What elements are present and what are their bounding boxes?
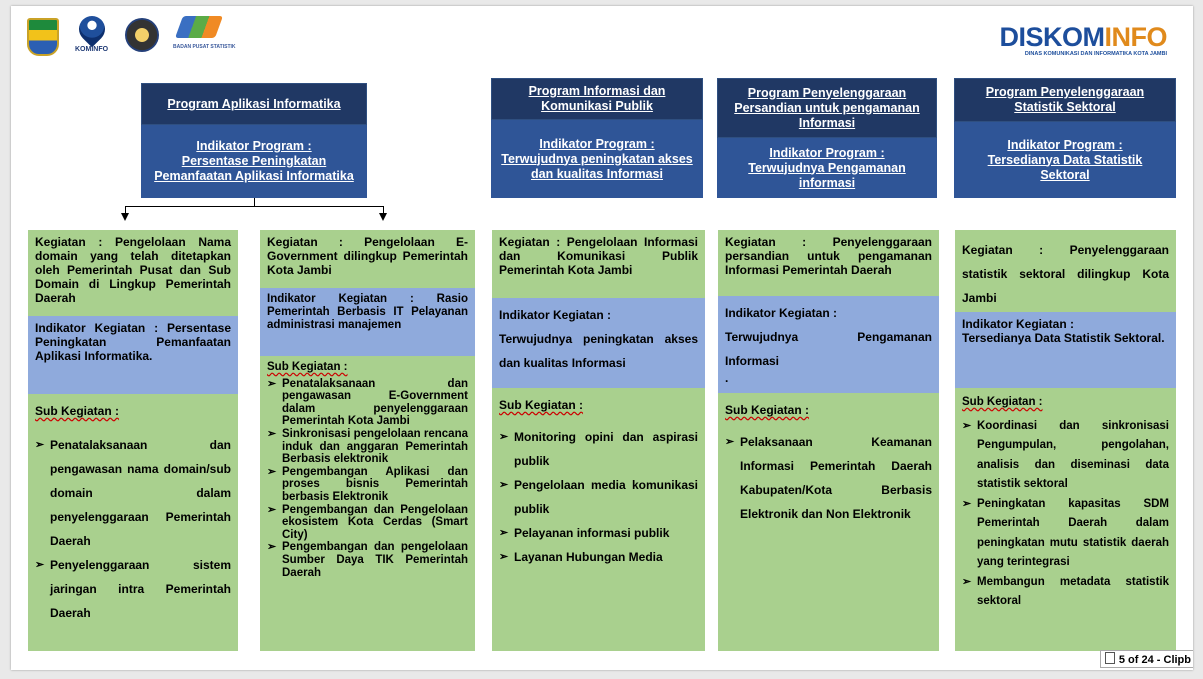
- connector-left: [125, 206, 126, 214]
- sub-kegiatan-box: Sub Kegiatan : Monitoring opini dan aspi…: [492, 388, 705, 651]
- program-indicator: Indikator Program : Tersedianya Data Sta…: [987, 137, 1143, 182]
- sub-kegiatan-list: Monitoring opini dan aspirasi publik Pen…: [499, 425, 698, 569]
- kominfo-label: KOMINFO: [75, 46, 109, 53]
- diskominfo-brand: DISKOMINFO DINAS KOMUNIKASI DAN INFORMAT…: [999, 22, 1168, 58]
- list-item: Layanan Hubungan Media: [499, 545, 698, 569]
- program-box-aplikasi: Program Aplikasi Informatika Indikator P…: [141, 83, 367, 198]
- indikator-label: Indikator Kegiatan :: [725, 306, 838, 320]
- brand-subtitle: DINAS KOMUNIKASI DAN INFORMATIKA KOTA JA…: [1024, 51, 1167, 57]
- indikator-box: Indikator Kegiatan : Terwujudnya Pengama…: [718, 296, 939, 393]
- program-box-persandian: Program Penyelenggaraan Persandian untuk…: [717, 78, 937, 198]
- kegiatan-column-4: Kegiatan : Penyelenggaraan persandian un…: [718, 230, 939, 651]
- sub-kegiatan-list: Pelaksanaan Keamanan Informasi Pemerinta…: [725, 430, 932, 526]
- kegiatan-column-5: Kegiatan : Penyelenggaraan statistik sek…: [955, 230, 1176, 651]
- sub-kegiatan-list: Penatalaksanaan dan pengawasan nama doma…: [35, 433, 231, 625]
- sub-kegiatan-title: Sub Kegiatan :: [267, 361, 348, 373]
- program-title: Program Penyelenggaraan Persandian untuk…: [734, 85, 920, 130]
- connector-vertical: [254, 198, 255, 206]
- page-indicator[interactable]: 5 of 24 - Clipb: [1099, 650, 1193, 668]
- indikator-box: Indikator Kegiatan : Terwujudnya peningk…: [492, 298, 705, 388]
- kegiatan-box: Kegiatan : Penyelenggaraan statistik sek…: [955, 230, 1176, 312]
- indikator-box: Indikator Kegiatan : Rasio Pemerintah Be…: [260, 288, 475, 356]
- list-item: Pengembangan dan Pengelolaan ekosistem K…: [267, 504, 468, 542]
- garuda-emblem-logo: [125, 18, 159, 52]
- indikator-extra: .: [725, 371, 729, 385]
- program-title: Program Penyelenggaraan Statistik Sektor…: [985, 85, 1145, 114]
- sub-kegiatan-title: Sub Kegiatan :: [35, 404, 120, 418]
- connector-horizontal: [125, 206, 384, 207]
- kota-jambi-logo: [27, 18, 59, 56]
- list-item: Membangun metadata statistik sektoral: [962, 573, 1169, 612]
- kegiatan-box: Kegiatan : Penyelenggaraan persandian un…: [718, 230, 939, 296]
- list-item: Sinkronisasi pengelolaan rencana induk d…: [267, 428, 468, 466]
- indikator-box: Indikator Kegiatan : Tersedianya Data St…: [955, 312, 1176, 388]
- kegiatan-column-2: Kegiatan : Pengelolaan E-Government dili…: [260, 230, 475, 651]
- list-item: Koordinasi dan sinkronisasi Pengumpulan,…: [962, 417, 1169, 495]
- arrow-left-head: [121, 213, 129, 221]
- program-box-informasi: Program Informasi dan Komunikasi Publik …: [491, 78, 703, 198]
- kegiatan-box: Kegiatan : Pengelolaan E-Government dili…: [260, 230, 475, 288]
- sub-kegiatan-box: Sub Kegiatan : Penatalaksanaan dan penga…: [260, 356, 475, 651]
- program-title: Program Informasi dan Komunikasi Publik: [528, 84, 666, 113]
- clipboard-icon: [1104, 652, 1115, 664]
- sub-kegiatan-title: Sub Kegiatan :: [725, 403, 810, 417]
- list-item: Pelayanan informasi publik: [499, 521, 698, 545]
- list-item: Monitoring opini dan aspirasi publik: [499, 425, 698, 473]
- indikator-value: Terwujudnya Pengamanan Informasi: [725, 330, 932, 368]
- program-indicator: Indikator Program : Terwujudnya peningka…: [501, 136, 693, 181]
- sub-kegiatan-box: Sub Kegiatan : Penatalaksanaan dan penga…: [28, 394, 238, 651]
- list-item: Penatalaksanaan dan pengawasan E-Governm…: [267, 378, 468, 428]
- list-item: Pelaksanaan Keamanan Informasi Pemerinta…: [725, 430, 932, 526]
- indikator-label: Indikator Kegiatan :: [499, 308, 612, 322]
- kegiatan-column-3: Kegiatan : Pengelolaan Informasi dan Kom…: [492, 230, 705, 651]
- sub-kegiatan-list: Penatalaksanaan dan pengawasan E-Governm…: [267, 378, 468, 580]
- program-indicator: Indikator Program : Persentase Peningkat…: [154, 139, 354, 183]
- brand-part2: INFO: [1104, 22, 1168, 52]
- kominfo-logo: KOMINFO: [73, 10, 113, 56]
- sub-kegiatan-list: Koordinasi dan sinkronisasi Pengumpulan,…: [962, 417, 1169, 612]
- list-item: Penatalaksanaan dan pengawasan nama doma…: [35, 433, 231, 553]
- kegiatan-column-1: Kegiatan : Pengelolaan Nama domain yang …: [28, 230, 238, 651]
- indikator-label: Indikator Kegiatan :: [962, 317, 1075, 331]
- program-box-statistik: Program Penyelenggaraan Statistik Sektor…: [954, 78, 1176, 198]
- list-item: Penyelenggaraan sistem jaringan intra Pe…: [35, 553, 231, 625]
- brand-part1: DISKOM: [999, 22, 1106, 52]
- list-item: Pengembangan Aplikasi dan proses bisnis …: [267, 466, 468, 504]
- slide: KOMINFO BADAN PUSAT STATISTIK DISKOMINFO…: [11, 6, 1193, 670]
- list-item: Peningkatan kapasitas SDM Pemerintah Dae…: [962, 495, 1169, 573]
- sub-kegiatan-title: Sub Kegiatan :: [962, 396, 1043, 408]
- kegiatan-text: Kegiatan : Penyelenggaraan statistik sek…: [962, 243, 1169, 305]
- bps-label: BADAN PUSAT STATISTIK: [173, 44, 236, 50]
- kegiatan-box: Kegiatan : Pengelolaan Nama domain yang …: [28, 230, 238, 316]
- arrow-right-head: [379, 213, 387, 221]
- page-indicator-text: 5 of 24 - Clipb: [1118, 654, 1191, 666]
- bps-logo: BADAN PUSAT STATISTIK: [173, 14, 236, 56]
- indikator-box: Indikator Kegiatan : Persentase Peningka…: [28, 316, 238, 394]
- indikator-value: Terwujudnya peningkatan akses dan kualit…: [499, 332, 698, 370]
- kegiatan-box: Kegiatan : Pengelolaan Informasi dan Kom…: [492, 230, 705, 298]
- indikator-value: Tersedianya Data Statistik Sektoral.: [962, 331, 1165, 345]
- sub-kegiatan-box: Sub Kegiatan : Koordinasi dan sinkronisa…: [955, 388, 1176, 651]
- sub-kegiatan-title: Sub Kegiatan :: [499, 398, 584, 412]
- sub-kegiatan-box: Sub Kegiatan : Pelaksanaan Keamanan Info…: [718, 393, 939, 651]
- program-indicator: Indikator Program : Terwujudnya Pengaman…: [748, 145, 906, 190]
- connector-right: [383, 206, 384, 214]
- list-item: Pengelolaan media komunikasi publik: [499, 473, 698, 521]
- list-item: Pengembangan dan pengelolaan Sumber Daya…: [267, 541, 468, 579]
- program-title: Program Aplikasi Informatika: [167, 96, 341, 111]
